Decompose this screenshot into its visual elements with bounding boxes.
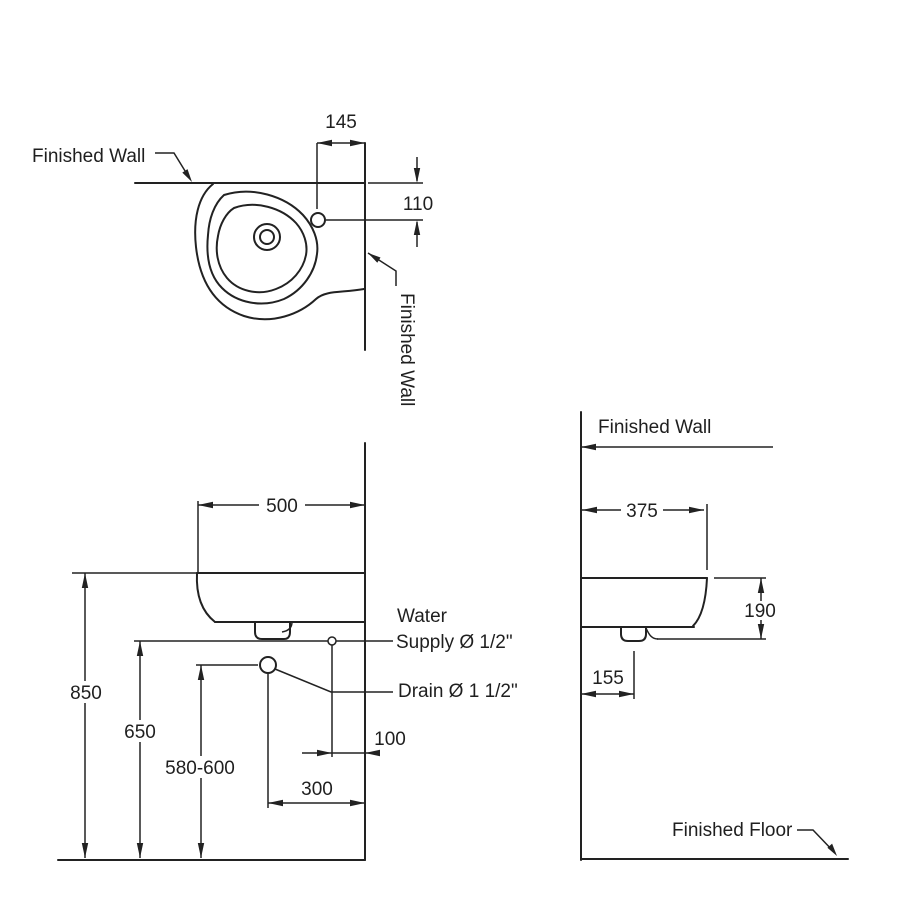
top-view: Finished Wall Finished Wall 145 110 [32, 112, 433, 406]
dim-arrowhead [197, 843, 205, 858]
finished-wall-left-leader [155, 152, 191, 180]
finished-wall-left-label: Finished Wall [32, 146, 145, 167]
drain-point [259, 656, 277, 674]
dim-arrowhead [757, 624, 765, 639]
finished-wall-right-label: Finished Wall [396, 293, 417, 406]
dim-arrowhead [81, 843, 89, 858]
dim-580-text: 580-600 [165, 758, 235, 779]
drain-hole-inner [259, 229, 275, 245]
dim-100-text: 100 [374, 729, 406, 750]
dim-arrowhead [581, 690, 596, 698]
dim-375-text: 375 [626, 501, 658, 522]
dim-arrowhead [413, 220, 421, 235]
dim-arrowhead [350, 799, 365, 807]
leader-arrowhead [182, 169, 192, 182]
drain-trap-side-detail [645, 627, 659, 640]
dim-arrowhead [81, 573, 89, 588]
dim-850-text: 850 [70, 683, 102, 704]
dim-arrowhead [365, 749, 380, 757]
finished-floor-label: Finished Floor [672, 820, 793, 841]
water-supply-point [327, 636, 337, 646]
drain-trap [254, 621, 291, 640]
dim-145-text: 145 [325, 112, 357, 133]
leader-arrowhead [827, 843, 837, 856]
drain-trap-side [620, 626, 647, 642]
dim-arrowhead [136, 641, 144, 656]
dim-arrowhead [317, 139, 332, 147]
dim-arrowhead [619, 690, 634, 698]
finished-floor-leader [797, 829, 836, 854]
leader-arrowhead [368, 253, 381, 263]
basin-outer-rim [194, 183, 365, 321]
water-label: Water [397, 606, 448, 627]
dim-arrowhead [317, 749, 332, 757]
drain-trap-detail [281, 621, 293, 633]
leader-arrowhead [581, 443, 596, 451]
dim-arrowhead [350, 501, 365, 509]
basin-left-edge [195, 572, 216, 623]
dim-arrowhead [350, 139, 365, 147]
dim-arrowhead [582, 506, 597, 514]
supply-label: Supply Ø 1/2" [396, 632, 513, 653]
dim-arrowhead [136, 843, 144, 858]
dim-arrowhead [197, 665, 205, 680]
drain-label: Drain Ø 1 1/2" [398, 681, 518, 702]
front-view: 500 850 650 580-600 Water Supply Ø 1/2" … [57, 442, 518, 861]
dim-arrowhead [757, 578, 765, 593]
dim-110-text: 110 [403, 194, 433, 215]
side-view: Finished Wall 375 190 155 Finished Floor [580, 411, 849, 861]
dim-arrowhead [689, 506, 704, 514]
basin-bowl-edge [215, 203, 308, 294]
dim-155-text: 155 [592, 668, 624, 689]
dim-500-text: 500 [266, 496, 298, 517]
dim-arrowhead [198, 501, 213, 509]
dim-650-text: 650 [124, 722, 156, 743]
finished-wall-right-leader [367, 252, 397, 286]
basin-front-edge-side [692, 577, 708, 627]
dim-300-text: 300 [301, 779, 333, 800]
dim-arrowhead [268, 799, 283, 807]
drain-leader [274, 668, 393, 693]
dim-190-text: 190 [744, 601, 776, 622]
dim-arrowhead [413, 168, 421, 183]
finished-wall-side-label: Finished Wall [598, 417, 711, 438]
basin-inner-rim [206, 190, 319, 305]
faucet-hole [310, 212, 326, 228]
